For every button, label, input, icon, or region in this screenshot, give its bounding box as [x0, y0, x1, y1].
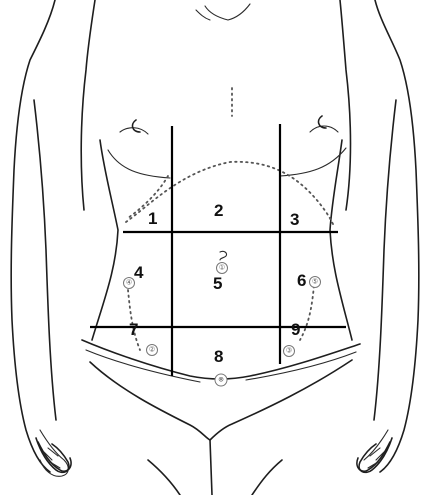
region-label-2: 2 [214, 201, 223, 220]
marker-x-label: ⊗ [218, 377, 224, 384]
marker-1: ① [217, 263, 228, 274]
region-label-9: 9 [291, 320, 300, 339]
left-arm-outline [11, 0, 95, 476]
marker-5: ⑤ [310, 277, 321, 288]
chest-outline [120, 116, 338, 134]
region-label-6: 6 [297, 271, 306, 290]
marker-2-label: ② [149, 346, 155, 354]
left-hand [36, 438, 69, 472]
marker-x: ⊗ [215, 374, 227, 386]
marker-4-label: ④ [126, 279, 132, 287]
region-label-5: 5 [213, 274, 222, 293]
torso-outline [92, 140, 352, 340]
neck-outline [196, 4, 250, 20]
marker-2: ② [147, 345, 158, 356]
right-arm-outline [340, 0, 419, 472]
right-hand [359, 438, 392, 472]
region-label-8: 8 [214, 347, 223, 366]
region-label-1: 1 [148, 209, 157, 228]
marker-5-label: ⑤ [312, 278, 318, 286]
marker-3: ③ [284, 346, 295, 357]
region-label-4: 4 [134, 263, 144, 282]
region-label-7: 7 [129, 320, 138, 339]
right-lateral-line [300, 286, 314, 340]
marker-1-label: ① [219, 264, 225, 272]
marker-3-label: ③ [286, 347, 292, 355]
marker-4: ④ [124, 278, 135, 289]
region-label-3: 3 [290, 210, 299, 229]
umbilicus-icon [220, 251, 227, 260]
